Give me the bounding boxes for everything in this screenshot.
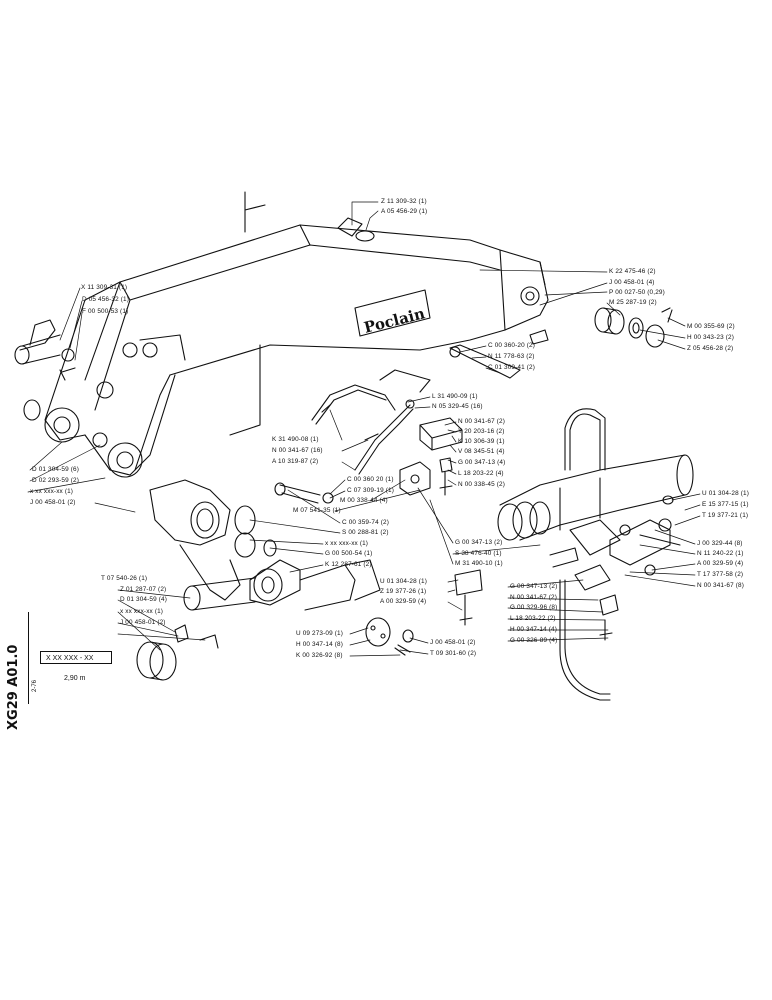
part-label: D 01 304-59 (6) xyxy=(32,466,80,473)
part-label: G 00 326-89 (4) xyxy=(510,637,558,644)
part-label: J 00 458-01 (2) xyxy=(30,499,76,506)
left-pin-assembly xyxy=(14,319,108,448)
part-label: G 00 347-13 (2) xyxy=(455,539,503,546)
sheet-code-text: XG29 A01.0 xyxy=(6,644,21,730)
part-label: K 00 326-92 (8) xyxy=(296,652,343,659)
part-label: K 12 287-61 (2) xyxy=(325,561,372,568)
part-label: Z 11 309-32 (1) xyxy=(381,198,427,205)
part-label: N 00 341-67 (2) xyxy=(510,594,558,601)
part-label: C 00 360 20 (1) xyxy=(347,476,394,483)
part-label: A 10 319-87 (2) xyxy=(272,458,319,465)
hydraulic-cylinder xyxy=(497,454,694,541)
part-label: G 00 347-13 (4) xyxy=(458,459,506,466)
part-label: N 05 329-45 (16) xyxy=(432,403,483,410)
legend-box: X XX XXX - XX xyxy=(40,651,112,664)
part-label: M 00 338-44 (4) xyxy=(340,497,388,504)
part-label: T 09 301-60 (2) xyxy=(430,650,477,657)
part-label: S 00 288-81 (2) xyxy=(342,529,389,536)
part-label: L 31 490-09 (1) xyxy=(432,393,478,400)
part-label: M 07 541-35 (1) xyxy=(293,507,341,514)
part-label: L 18 203-22 (4) xyxy=(458,470,504,477)
part-label: Z 19 377-26 (1) xyxy=(380,588,427,595)
sheet-date: 2-76 xyxy=(32,662,42,692)
part-label: G 00 500-54 (1) xyxy=(325,550,373,557)
sheet-code: XG29 A01.0 xyxy=(6,612,28,730)
boom-arm xyxy=(44,191,549,478)
part-label: G 00 329-96 (8) xyxy=(510,604,558,611)
part-label: D 05 456-32 (1) xyxy=(82,296,130,303)
part-label: A 05 456-29 (1) xyxy=(381,208,428,215)
part-label: A 00 329-59 (4) xyxy=(380,598,427,605)
leader-lines xyxy=(27,201,701,657)
part-label: K 10 306-39 (1) xyxy=(458,438,505,445)
part-label: V 08 345-51 (4) xyxy=(458,448,505,455)
part-label: Z 05 456-28 (2) xyxy=(687,345,734,352)
bottom-pin-assembly xyxy=(136,577,256,681)
title-divider xyxy=(28,612,29,704)
part-label: F 00 500-53 (1) xyxy=(82,308,129,315)
center-pin-assembly xyxy=(149,479,334,601)
part-label: X 11 309-31 (1) xyxy=(81,284,128,291)
part-label: T 17 377-58 (2) xyxy=(697,571,744,578)
part-label: G 00 347-13 (2) xyxy=(510,583,558,590)
part-label: x xx xxx-xx (1) xyxy=(120,608,164,615)
part-label: N 00 338-45 (2) xyxy=(458,481,506,488)
clamp-block xyxy=(399,417,463,496)
part-label: J 00 458-01 (2) xyxy=(430,639,476,646)
part-label: M 25 287-19 (2) xyxy=(609,299,657,306)
part-label: x xx xxx-xx (1) xyxy=(30,488,74,495)
part-label: H 00 343-23 (2) xyxy=(687,334,735,341)
lower-link-assembly xyxy=(249,559,483,656)
part-label: D 02 293-59 (2) xyxy=(32,477,80,484)
part-label: K 31 490-08 (1) xyxy=(272,436,319,443)
part-label: C 07 309-19 (1) xyxy=(347,487,395,494)
part-label: J 00 458-01 (2) xyxy=(120,619,166,626)
part-label: A 00 329-59 (4) xyxy=(697,560,744,567)
part-label: Z 01 287-07 (2) xyxy=(120,586,167,593)
part-label: N 11 778-63 (2) xyxy=(488,353,535,360)
part-label: L 18 203-22 (2) xyxy=(510,615,556,622)
part-label: U 01 304-28 (1) xyxy=(702,490,750,497)
part-label: S 38 476-40 (1) xyxy=(455,550,502,557)
part-label: C 00 360-20 (2) xyxy=(488,342,536,349)
part-label: N 11 240-22 (1) xyxy=(697,550,744,557)
part-label: D 01 304-59 (4) xyxy=(120,596,168,603)
part-label: N 00 341-67 (8) xyxy=(697,582,745,589)
sheet-date-text: 2-76 xyxy=(32,679,38,692)
part-label: Y 20 203-16 (2) xyxy=(458,428,505,435)
brand-logo: Poclain xyxy=(362,304,427,336)
part-label: M 00 355-69 (2) xyxy=(687,323,735,330)
part-label: N 00 341-67 (2) xyxy=(458,418,506,425)
part-label: K 22 475-46 (2) xyxy=(609,268,656,275)
part-label: C 01 309-41 (2) xyxy=(488,364,536,371)
part-label: E 15 377-15 (1) xyxy=(702,501,749,508)
part-label: T 19 377-21 (1) xyxy=(702,512,749,519)
part-label: U 09 273-09 (1) xyxy=(296,630,344,637)
part-label: M 31 490-10 (1) xyxy=(455,560,503,567)
part-label: H 00 347-14 (8) xyxy=(296,641,344,648)
part-label: C 00 359-74 (2) xyxy=(342,519,390,526)
part-label: J 00 458-01 (4) xyxy=(609,279,655,286)
right-pin-parts xyxy=(529,307,673,348)
part-label: x xx xxx-xx (1) xyxy=(325,540,369,547)
legend-value: 2,90 m xyxy=(64,675,86,682)
hydraulic-hoses xyxy=(311,384,415,475)
right-bracket-assembly xyxy=(549,495,681,701)
part-label: N 00 341-67 (16) xyxy=(272,447,323,454)
pipe-loop xyxy=(564,408,606,471)
part-label: J 00 329-44 (8) xyxy=(697,540,743,547)
part-label: T 07 540-26 (1) xyxy=(101,575,148,582)
part-label: U 01 304-28 (1) xyxy=(380,578,428,585)
part-label: H 00 347-14 (4) xyxy=(510,626,558,633)
part-label: P 00 027-50 (0,29) xyxy=(609,289,665,296)
